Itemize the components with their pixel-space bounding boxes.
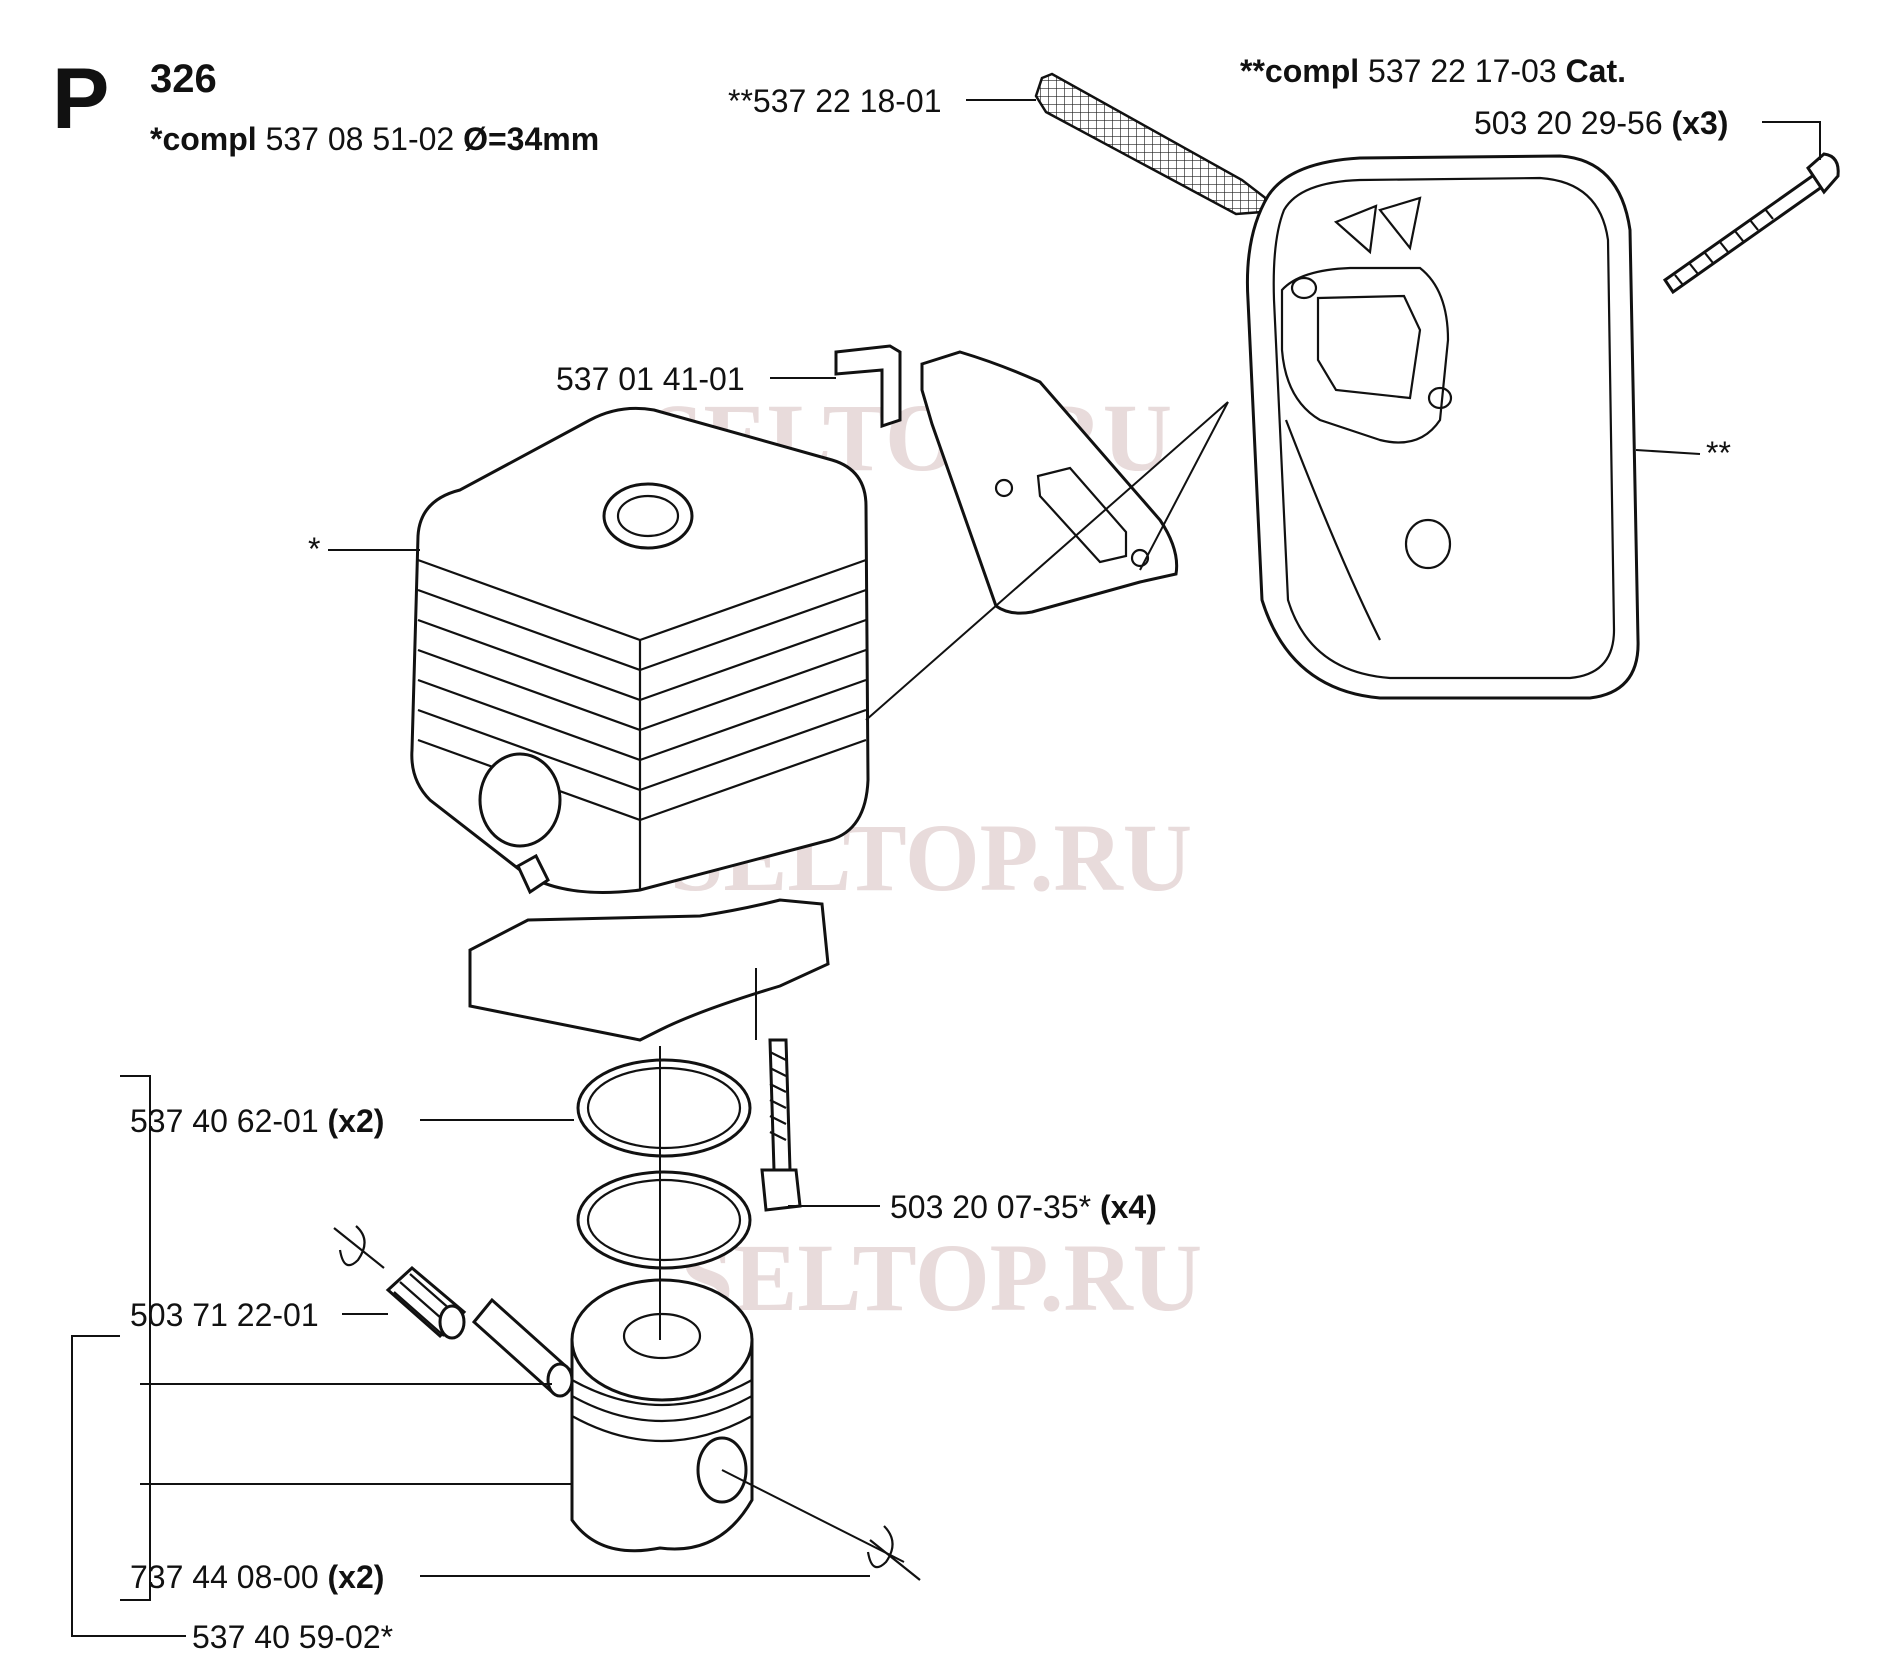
section-letter: P xyxy=(52,51,109,147)
muffler xyxy=(1245,154,1640,700)
needle-bearing xyxy=(385,1266,467,1340)
label-screen: **537 22 18-01 xyxy=(728,83,942,119)
label-piston-kit: 537 40 59-02* xyxy=(192,1619,393,1655)
muffler-bolt xyxy=(1662,152,1840,295)
muffler-set-label: **compl 537 22 17-03 Cat. xyxy=(1240,53,1626,89)
model-number: 326 xyxy=(150,57,217,101)
label-cylinder-bolt: 503 20 07-35* (x4) xyxy=(890,1189,1157,1225)
label-muffler-bolt: 503 20 29-56 (x3) xyxy=(1474,105,1728,141)
piston-ring xyxy=(576,1058,752,1270)
label-circlip: 737 44 08-00 (x2) xyxy=(130,1559,384,1595)
circlip xyxy=(333,1225,921,1581)
watermark: SELTOP.RU xyxy=(680,1224,1202,1331)
spark-arrestor-screen xyxy=(1034,72,1270,216)
cylinder-bolt xyxy=(760,1038,802,1212)
label-bracket-gasket: 537 01 41-01 xyxy=(556,361,745,397)
cylinder-set-label: *compl 537 08 51-02 Ø=34mm xyxy=(150,121,599,157)
wrist-pin xyxy=(471,1297,574,1398)
piston xyxy=(570,1278,754,1553)
cylinder xyxy=(410,406,870,1042)
gasket-bracket xyxy=(834,344,1179,615)
label-piston-ring: 537 40 62-01 (x2) xyxy=(130,1103,384,1139)
label-muffler: ** xyxy=(1706,435,1731,471)
label-cylinder: * xyxy=(308,531,320,567)
label-needle-bearing: 503 71 22-01 xyxy=(130,1297,319,1333)
